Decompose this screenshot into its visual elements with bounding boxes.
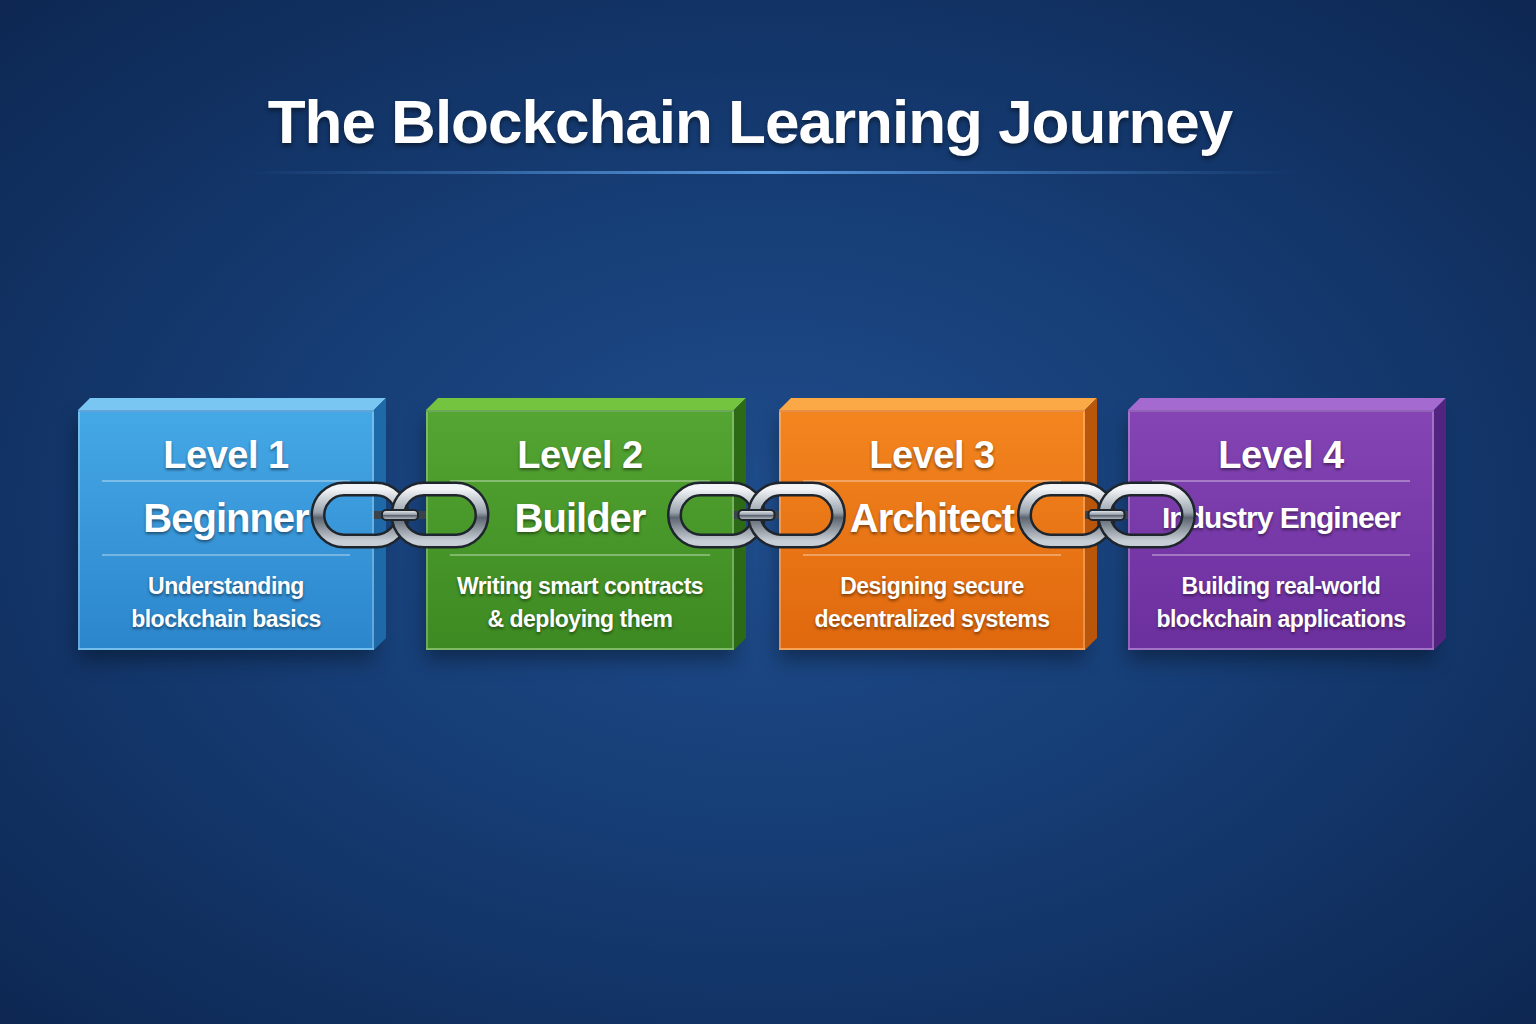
- diagram-title: The Blockchain Learning Journey: [0, 86, 1500, 157]
- block-content: Level 3ArchitectDesigning secure decentr…: [781, 412, 1083, 648]
- block-content: Level 1BeginnerUnderstanding blockchain …: [80, 412, 372, 648]
- level-block: Level 1BeginnerUnderstanding blockchain …: [78, 410, 374, 650]
- level-block: Level 4Industry EngineerBuilding real-wo…: [1128, 410, 1434, 650]
- block-top-face: [1128, 398, 1446, 410]
- divider-line: [450, 554, 710, 556]
- block-top-face: [426, 398, 746, 410]
- title-underline: [240, 171, 1300, 174]
- chain-joint: [739, 510, 775, 520]
- underline-bar: [240, 171, 1300, 174]
- level-description: Building real-world blockchain applicati…: [1148, 570, 1414, 636]
- divider-line: [1152, 480, 1410, 482]
- divider-line: [803, 554, 1061, 556]
- level-name: Industry Engineer: [1162, 482, 1400, 554]
- level-description: Designing secure decentralized systems: [799, 570, 1065, 636]
- level-name: Builder: [515, 482, 646, 554]
- block-side-face: [1434, 398, 1446, 650]
- chain-link-outline: [1105, 489, 1189, 541]
- level-name: Architect: [850, 482, 1014, 554]
- level-block: Level 3ArchitectDesigning secure decentr…: [779, 410, 1085, 650]
- level-description: Understanding blockchain basics: [98, 570, 354, 636]
- chain-link: [318, 489, 402, 541]
- chain-link-outline: [755, 489, 839, 541]
- level-number: Level 4: [1218, 412, 1343, 480]
- chain-connector: [1025, 489, 1189, 541]
- divider-line: [803, 480, 1061, 482]
- chain-link: [398, 489, 482, 541]
- chain-link-outline: [675, 489, 759, 541]
- divider-line: [102, 554, 350, 556]
- level-number: Level 3: [869, 412, 994, 480]
- level-number: Level 2: [517, 412, 642, 480]
- chain-link-outline: [318, 489, 402, 541]
- divider-line: [102, 480, 350, 482]
- chain-link: [1105, 489, 1189, 541]
- block-content: Level 2BuilderWriting smart contracts & …: [428, 412, 732, 648]
- divider-line: [1152, 554, 1410, 556]
- level-description: Writing smart contracts & deploying them: [446, 570, 714, 636]
- block-side-face: [1085, 398, 1097, 650]
- chain-joint: [1089, 510, 1125, 520]
- chain-link: [755, 489, 839, 541]
- block-side-face: [374, 398, 386, 650]
- connector-line: [374, 511, 426, 519]
- block-top-face: [779, 398, 1097, 410]
- block-side-face: [734, 398, 746, 650]
- chain-connector: [675, 489, 839, 541]
- chain-link-outline: [1025, 489, 1109, 541]
- connector-line: [1085, 511, 1128, 519]
- block-top-face: [78, 398, 386, 410]
- divider-line: [450, 480, 710, 482]
- chain-connector: [318, 489, 482, 541]
- level-number: Level 1: [163, 412, 288, 480]
- connector-line: [734, 511, 779, 519]
- chain-link: [675, 489, 759, 541]
- chain-joint: [382, 510, 418, 520]
- chain-link: [1025, 489, 1109, 541]
- level-name: Beginner: [143, 482, 308, 554]
- block-content: Level 4Industry EngineerBuilding real-wo…: [1130, 412, 1432, 648]
- chain-link-outline: [398, 489, 482, 541]
- level-block: Level 2BuilderWriting smart contracts & …: [426, 410, 734, 650]
